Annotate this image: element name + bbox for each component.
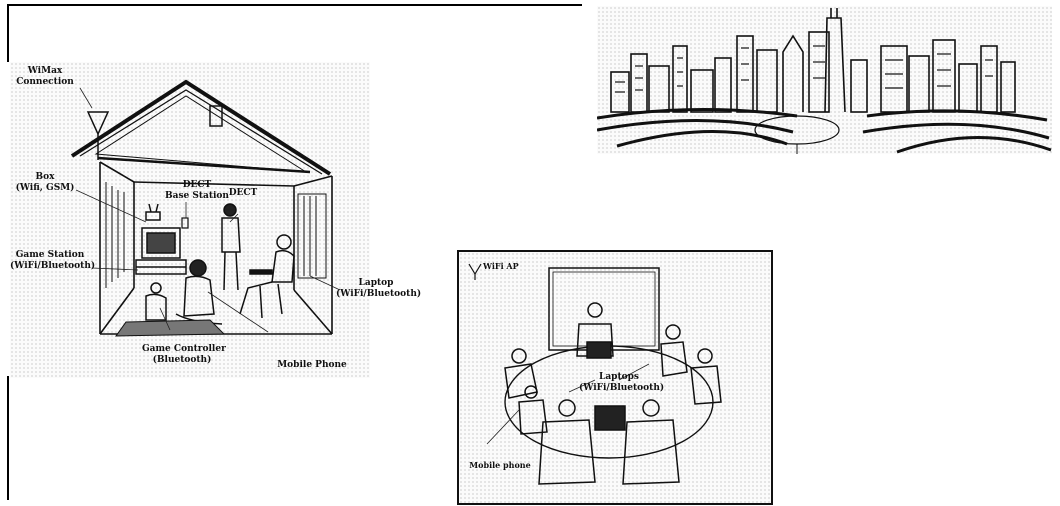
- laptop-user: [240, 235, 294, 318]
- dect-label: DECT: [228, 188, 258, 199]
- box-label: Box (Wifi, GSM): [10, 172, 80, 194]
- roof: [72, 82, 330, 174]
- meeting-table: [505, 346, 713, 458]
- sitting-person: [146, 260, 222, 324]
- rug: [116, 320, 224, 336]
- office-mobile-phone-label: Mobile phone: [465, 460, 535, 471]
- skyline-drawing: [597, 6, 1052, 154]
- dect-base-station-label: DECT Base Station: [162, 180, 232, 202]
- wifi-ap-icon: [469, 264, 481, 280]
- frame-left-line-upper: [7, 4, 9, 62]
- standing-person: [222, 204, 240, 290]
- office-meeting-illustration: WiFi AP Laptops (WiFi/Bluetooth) Mobile …: [457, 250, 773, 505]
- city-skyline-illustration: [597, 6, 1052, 154]
- laptops-label: Laptops (WiFi/Bluetooth): [579, 372, 659, 394]
- house-drawing: [10, 62, 370, 378]
- wimax-label: WiMax Connection: [10, 66, 80, 88]
- game-controller-label: Game Controller (Bluetooth): [142, 344, 222, 366]
- game-station-label: Game Station (WiFi/Bluetooth): [10, 250, 90, 272]
- home-network-illustration: WiMax Connection Box (Wifi, GSM) DECT Ba…: [10, 62, 370, 378]
- frame-left-line-lower: [7, 376, 9, 500]
- mobile-phone-label: Mobile Phone: [272, 360, 352, 371]
- frame-top-line: [7, 4, 582, 6]
- laptop-label: Laptop (WiFi/Bluetooth): [336, 278, 416, 300]
- wifi-ap-label: WiFi AP: [483, 261, 523, 272]
- tv-game-station: [136, 204, 186, 274]
